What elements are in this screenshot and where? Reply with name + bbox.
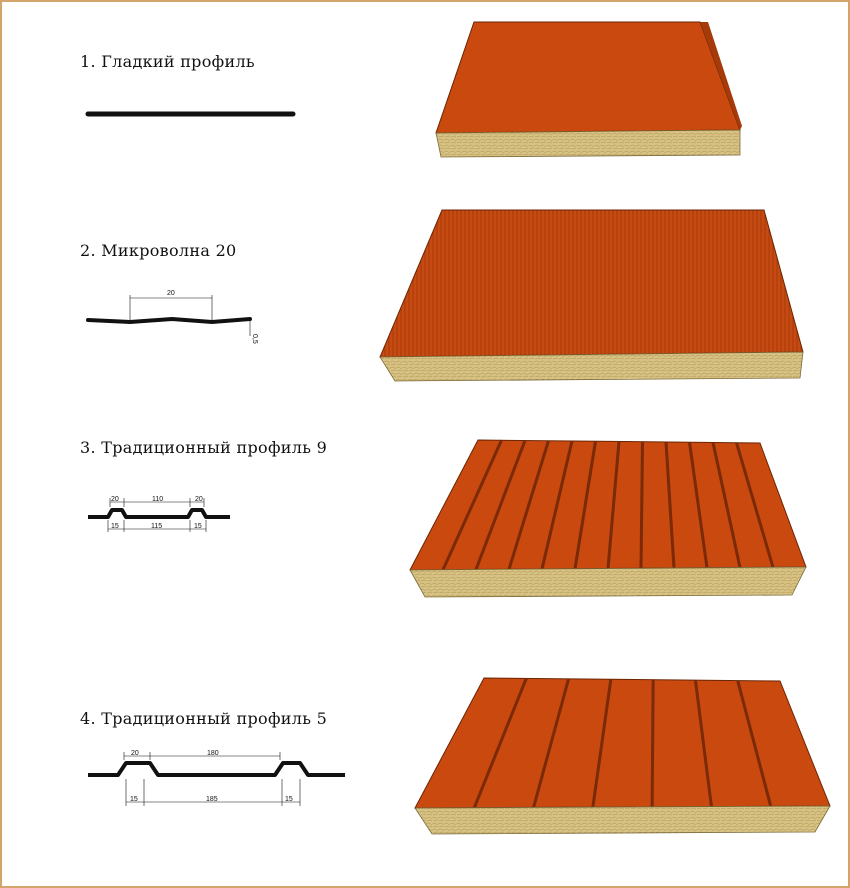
- panel-rib: [606, 441, 621, 569]
- profile-3-section: 20 110 20 15 115 15: [88, 496, 230, 532]
- profile-2-pitch-label: 20: [167, 290, 175, 297]
- panel-rib: [573, 441, 597, 569]
- panel-4-core: [414, 805, 831, 835]
- panel-1-right-edge: [700, 22, 742, 130]
- profile-3-top-mid-label: 110: [152, 496, 163, 503]
- panel-3-core: [409, 566, 807, 598]
- profile-3-top-left-label: 20: [111, 496, 119, 503]
- panel-3-top: [409, 439, 807, 571]
- profile-1-title: 1. Гладкий профиль: [80, 52, 255, 71]
- panel-rib: [507, 440, 550, 570]
- profile-2-section: 20 0,5: [86, 290, 258, 344]
- profile-2-depth-label: 0,5: [251, 334, 258, 344]
- profile-4-bot-mid-label: 185: [206, 796, 218, 803]
- panel-rib: [688, 442, 709, 568]
- panel-rib: [474, 439, 527, 571]
- panel-rib: [441, 439, 503, 571]
- panel-4-render: [414, 677, 831, 835]
- profile-3-bot-right-label: 15: [194, 523, 202, 530]
- profile-3-bot-mid-label: 115: [151, 523, 162, 530]
- profile-3-bot-left-label: 15: [111, 523, 119, 530]
- panel-rib: [735, 442, 775, 568]
- panel-rib: [664, 441, 676, 569]
- panel-2-render: [379, 209, 804, 382]
- panel-rib: [639, 441, 644, 569]
- panel-rib: [532, 678, 571, 808]
- panel-1-top: [435, 21, 741, 134]
- panel-2-top: [379, 209, 804, 358]
- panel-1-render: [435, 21, 742, 158]
- profile-3-top-right-label: 20: [195, 496, 203, 503]
- profile-4-top-left-label: 20: [131, 750, 139, 757]
- profile-3-title: 3. Традиционный профиль 9: [80, 438, 328, 457]
- panel-rib: [591, 679, 613, 808]
- profile-2-line: [86, 316, 252, 325]
- panel-rib: [711, 442, 742, 568]
- profile-4-bot-left-label: 15: [130, 796, 138, 803]
- panel-3-ribs: [441, 439, 775, 571]
- profile-4-line: [88, 761, 345, 777]
- panel-4-ribs: [472, 677, 773, 809]
- profile-2-title: 2. Микроволна 20: [80, 241, 237, 260]
- profile-4-bot-right-label: 15: [285, 796, 293, 803]
- profile-4-top-mid-label: 180: [207, 750, 219, 757]
- panel-2-core: [379, 351, 804, 382]
- profile-4-title: 4. Традиционный профиль 5: [80, 709, 328, 728]
- panel-rib: [736, 680, 773, 807]
- panel-1-core: [435, 129, 741, 158]
- profile-3-line: [88, 508, 230, 519]
- panel-3-render: [409, 439, 807, 598]
- panel-rib: [472, 677, 528, 809]
- profile-4-section: 20 180 15 185 15: [88, 750, 345, 806]
- panel-rib: [540, 440, 574, 570]
- panel-rib: [650, 679, 655, 807]
- panel-rib: [693, 679, 713, 807]
- panel-4-top: [414, 677, 831, 809]
